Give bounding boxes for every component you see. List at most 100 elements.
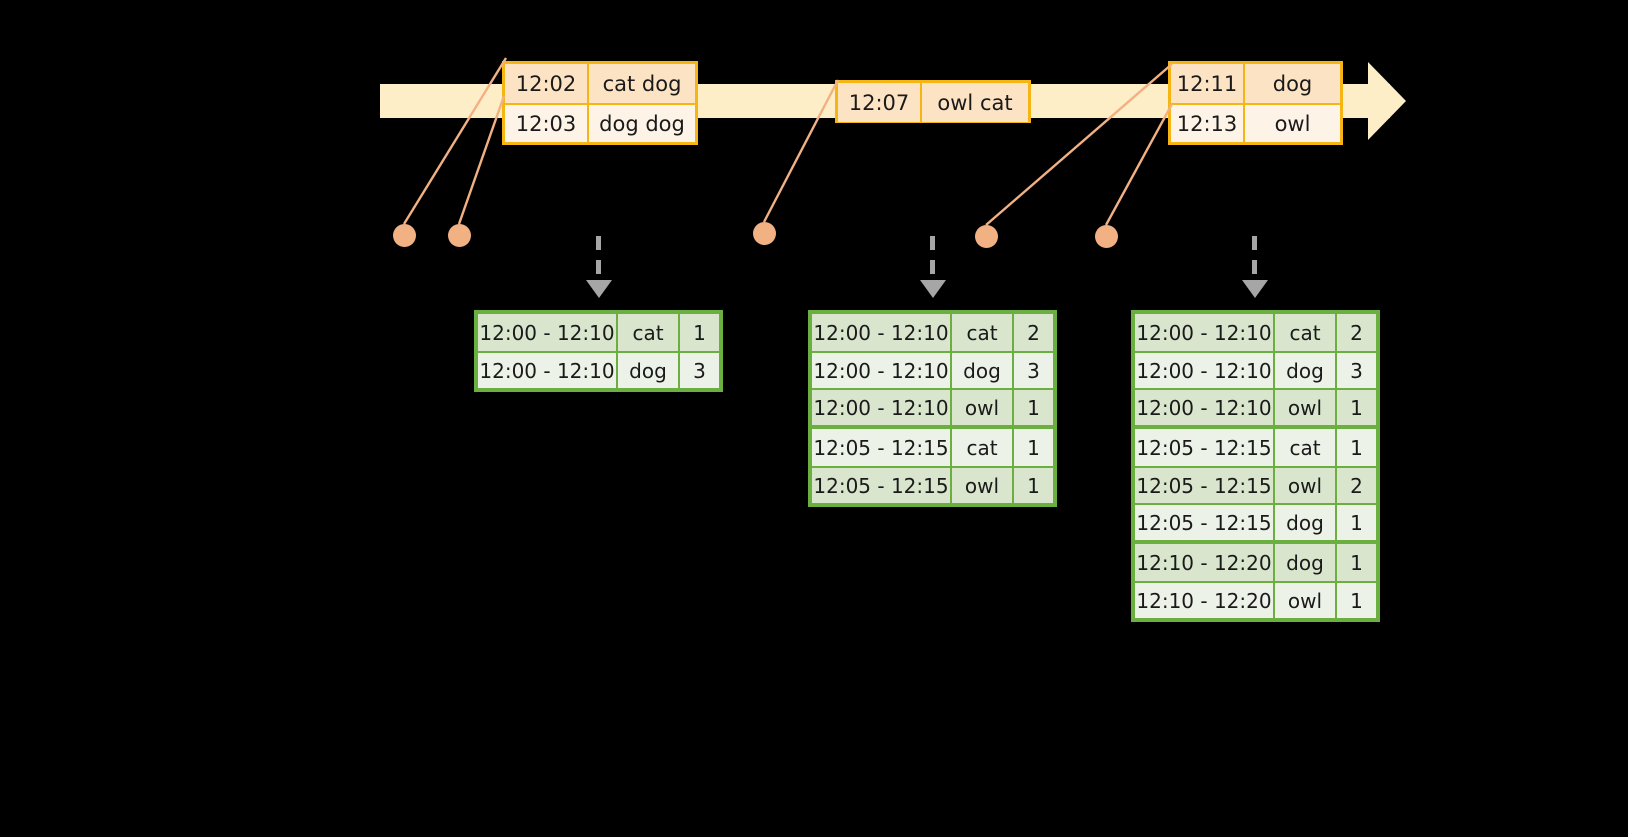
window-count: 2 [1014,314,1053,351]
window-range: 12:00 - 12:10 [478,314,618,351]
event-time: 12:02 [505,64,589,103]
event-time: 12:11 [1171,64,1245,103]
timeline-arrowhead-icon [1368,62,1406,140]
window-key: dog [1275,505,1337,540]
arrow-stem [1252,236,1257,282]
window-range: 12:00 - 12:10 [812,390,952,425]
connector-12-02-dot [393,224,416,247]
event-words: cat dog [589,64,695,103]
connector-12-07-dot [753,222,776,245]
event-words: owl [1245,105,1340,142]
connector-12-03-dot [448,224,471,247]
window-key: cat [1275,429,1337,466]
window-key: cat [952,314,1014,351]
window-range: 12:05 - 12:15 [1135,468,1275,503]
window-range: 12:00 - 12:10 [1135,314,1275,351]
window-range: 12:05 - 12:15 [1135,505,1275,540]
arrow-head-icon [920,280,946,298]
window-key: dog [1275,353,1337,388]
window-range: 12:00 - 12:10 [812,314,952,351]
event-time: 12:07 [838,83,922,122]
arrow-head-icon [1242,280,1268,298]
window-key: owl [952,390,1014,425]
window-range: 12:00 - 12:10 [812,353,952,388]
connector-12-11-dot [975,225,998,248]
window-count: 1 [1014,429,1053,466]
window-range: 12:05 - 12:15 [812,468,952,503]
event-words: owl cat [922,83,1028,122]
window-count: 1 [1014,468,1053,503]
window-key: cat [952,429,1014,466]
window-count: 2 [1337,468,1376,503]
window-count: 1 [680,314,719,351]
window-key: cat [618,314,680,351]
window-count: 1 [1337,505,1376,540]
window-count: 3 [1337,353,1376,388]
window-range: 12:10 - 12:20 [1135,544,1275,581]
connector-12-03-line [457,95,506,225]
event-time: 12:03 [505,105,589,142]
window-range: 12:00 - 12:10 [1135,353,1275,388]
window-range: 12:05 - 12:15 [812,429,952,466]
window-key: dog [1275,544,1337,581]
connector-12-13-dot [1095,225,1118,248]
window-count: 3 [1014,353,1053,388]
arrow-stem [596,236,601,282]
window-range: 12:00 - 12:10 [1135,390,1275,425]
window-range: 12:00 - 12:10 [478,353,618,388]
window-key: owl [1275,468,1337,503]
connector-12-07-line [762,79,840,223]
window-count: 1 [1014,390,1053,425]
window-count: 1 [1337,583,1376,618]
window-range: 12:10 - 12:20 [1135,583,1275,618]
window-key: cat [1275,314,1337,351]
arrow-head-icon [586,280,612,298]
window-count: 2 [1337,314,1376,351]
connector-12-13-line [1104,103,1174,226]
window-range: 12:05 - 12:15 [1135,429,1275,466]
window-key: dog [952,353,1014,388]
window-count: 1 [1337,429,1376,466]
window-count: 1 [1337,544,1376,581]
window-key: owl [952,468,1014,503]
event-words: dog [1245,64,1340,103]
event-time: 12:13 [1171,105,1245,142]
window-key: owl [1275,390,1337,425]
window-count: 3 [680,353,719,388]
connector-12-11-line [985,63,1173,226]
window-key: dog [618,353,680,388]
arrow-stem [930,236,935,282]
event-words: dog dog [589,105,695,142]
window-key: owl [1275,583,1337,618]
